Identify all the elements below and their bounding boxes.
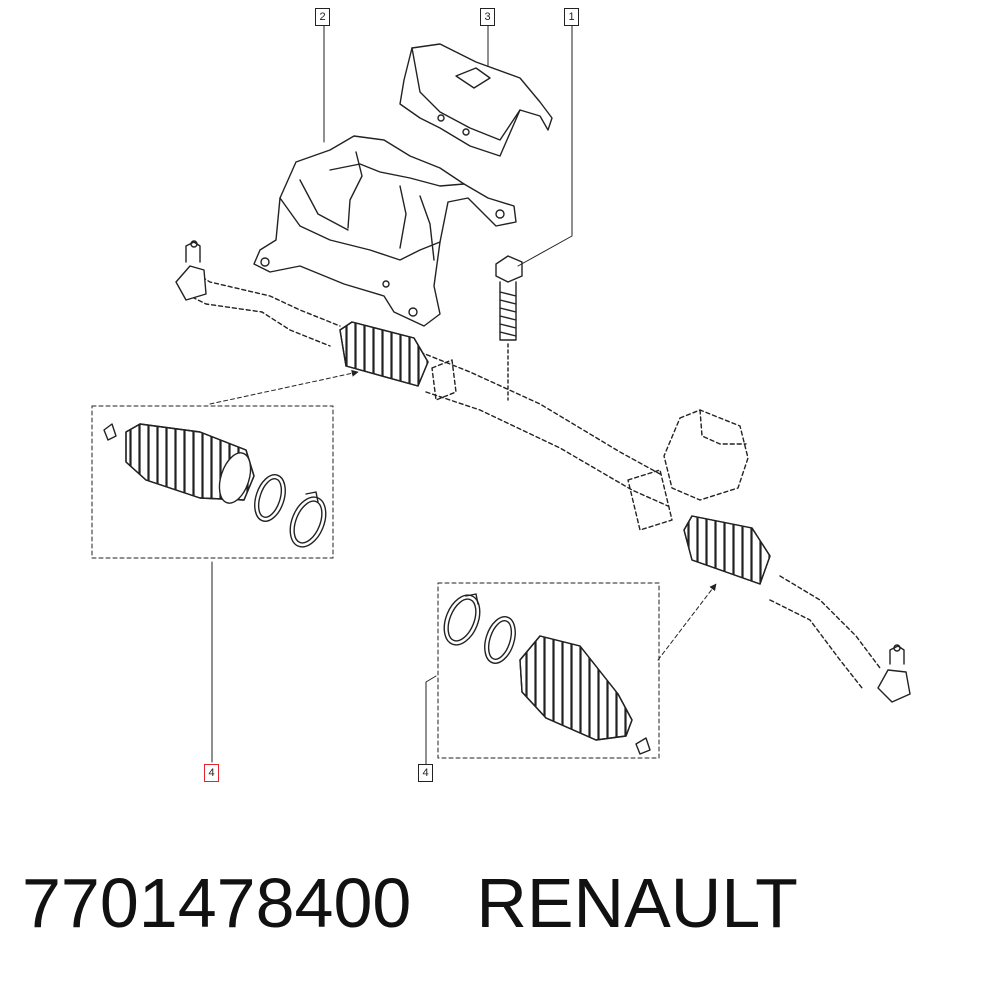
part-number: 7701478400 [22,864,412,942]
left-boot-kit [103,423,327,548]
right-boot-kit-frame [437,582,660,759]
assembled-left-boot [339,321,429,387]
arrow-left-kit [209,369,359,405]
leader-line-4-right [425,675,437,765]
arrow-right-kit [657,583,717,661]
callout-1[interactable]: 1 [564,8,579,26]
upper-heat-shield [399,43,553,157]
left-boot-kit-frame [91,405,334,559]
left-tie-rod-end [175,240,207,301]
callout-4-highlighted[interactable]: 4 [204,764,219,782]
callout-4[interactable]: 4 [418,764,433,782]
rack-housing [185,269,881,689]
leader-line-1 [517,25,573,267]
assembled-right-boot [683,515,771,585]
mounting-bolt [495,255,523,401]
callout-3[interactable]: 3 [480,8,495,26]
steering-rack-exploded-diagram [91,25,911,765]
right-tie-rod-end [877,644,911,703]
lower-heat-shield [253,135,517,327]
callout-2[interactable]: 2 [315,8,330,26]
part-caption: 7701478400 RENAULT [22,858,798,948]
brand-name: RENAULT [476,864,798,942]
right-boot-kit [443,593,651,755]
